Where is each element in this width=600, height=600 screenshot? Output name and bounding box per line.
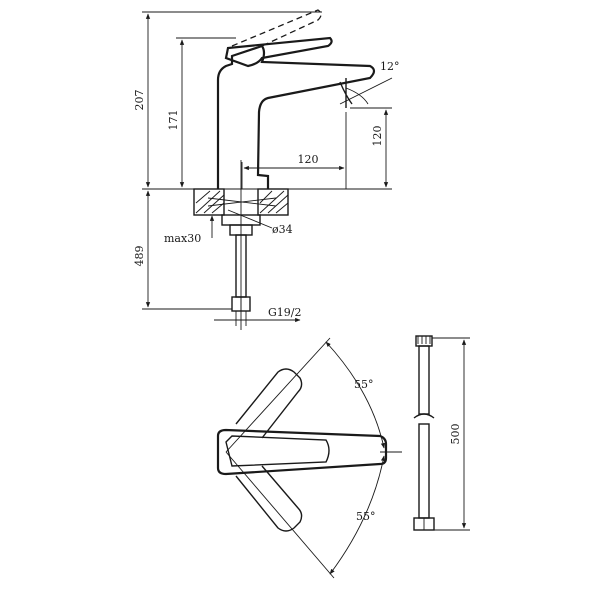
dim-207-label: 207	[133, 90, 146, 111]
g19-label: G19/2	[268, 306, 302, 319]
d34-label: ø34	[272, 223, 293, 236]
top-handle-body	[216, 428, 388, 476]
angle-bottom-label: 55°	[356, 510, 376, 523]
hose-lower	[418, 423, 430, 519]
hose-upper	[418, 345, 430, 415]
mount-left-section	[193, 188, 225, 216]
angle-top-label: 55°	[354, 378, 374, 391]
spout-angle-label: 12°	[380, 60, 400, 73]
dim-500-label: 500	[449, 424, 462, 445]
spout-angle-leader	[339, 77, 393, 105]
top-view: 55° 55°	[216, 337, 402, 579]
hose-thread-top	[417, 336, 431, 344]
dim-120v-label: 120	[371, 126, 384, 147]
max30-label: max30	[164, 232, 201, 245]
lever-handle	[224, 36, 333, 68]
angle-ray-top	[225, 337, 331, 453]
top-handle-right-position	[235, 465, 303, 532]
angle-arc-top	[325, 341, 386, 449]
dim-120h-label: 120	[298, 153, 319, 166]
faucet-body	[216, 44, 376, 189]
mount-right-section	[257, 188, 289, 216]
dim-171-label: 171	[167, 110, 180, 131]
hole-axis-cross	[207, 197, 277, 207]
angle-ray-bottom	[225, 451, 335, 579]
top-handle-left-position	[235, 368, 303, 439]
dim-489-label: 489	[133, 246, 146, 267]
d34-leader	[227, 209, 273, 229]
angle-arc-bottom	[329, 455, 386, 575]
side-view: 12° 207 171 120 120	[133, 9, 400, 330]
hose-view: 500	[413, 335, 470, 531]
spout-tip	[339, 78, 353, 108]
lever-open-position	[231, 9, 322, 47]
hose-break	[413, 413, 435, 419]
top-handle-inner	[225, 435, 330, 467]
spout-angle-arc	[345, 87, 369, 105]
